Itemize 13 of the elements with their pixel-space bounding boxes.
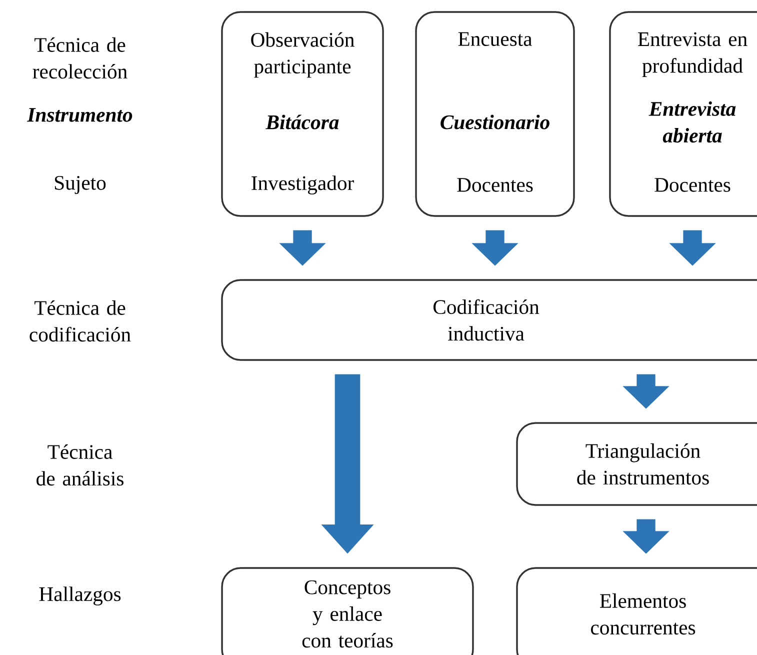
row-label: Hallazgos — [39, 586, 121, 606]
process-box: Triangulación de instrumentos — [516, 422, 757, 506]
row-label: Instrumento — [26, 108, 132, 122]
process-box: Elementos concurrentes — [516, 567, 757, 655]
row-label: Técnica de análisis — [36, 444, 124, 486]
row-label: Técnica de recolección — [32, 37, 128, 79]
row-label: Sujeto — [54, 176, 106, 194]
box: Observación participante Bitácora Investigador — [221, 11, 384, 217]
box: Entrevista en profundidad Entrevista abierta Docentes — [609, 11, 757, 217]
process-box: Codificación inductiva — [221, 279, 757, 361]
box: Encuesta Cuestionario Docentes — [415, 11, 575, 217]
row-label: Técnica de codificación — [30, 300, 131, 342]
process-box: Conceptos y enlace con teorías — [221, 567, 474, 655]
